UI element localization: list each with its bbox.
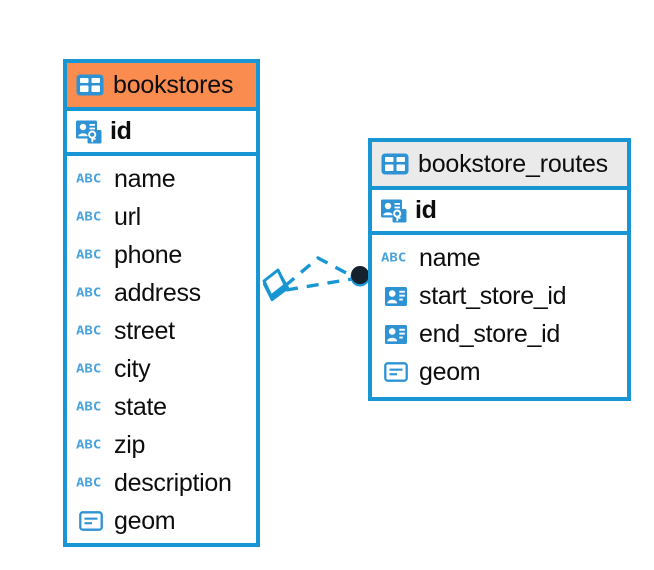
field-label: geom — [114, 506, 176, 535]
field-label: city — [114, 354, 151, 383]
field-row-url[interactable]: ABC url — [67, 198, 256, 236]
field-label: start_store_id — [419, 281, 567, 310]
field-list-bookstores: ABC name ABC url ABC phone ABC address A… — [67, 156, 256, 540]
field-label: address — [114, 278, 201, 307]
field-list-bookstore-routes: ABC name start_store_id — [372, 235, 627, 391]
field-label: zip — [114, 430, 146, 459]
field-label: geom — [419, 357, 481, 386]
entity-table-bookstore-routes[interactable]: bookstore_routes id — [368, 138, 631, 401]
table-icon — [76, 74, 104, 96]
abc-text-icon: ABC — [381, 250, 407, 266]
field-row-address[interactable]: ABC address — [67, 274, 256, 312]
field-label: street — [114, 316, 175, 345]
field-row-city[interactable]: ABC city — [67, 350, 256, 388]
field-row-id[interactable]: id — [67, 111, 256, 156]
field-row-street[interactable]: ABC street — [67, 312, 256, 350]
abc-text-icon: ABC — [76, 171, 102, 187]
primary-key-icon — [381, 199, 407, 223]
field-row-zip[interactable]: ABC zip — [67, 426, 256, 464]
field-label: end_store_id — [419, 319, 560, 348]
field-row-description[interactable]: ABC description — [67, 464, 256, 502]
abc-text-icon: ABC — [76, 323, 102, 339]
field-row-name[interactable]: ABC name — [372, 239, 627, 277]
field-row-end-store-id[interactable]: end_store_id — [372, 315, 627, 353]
relationship-diamond-marker[interactable] — [262, 268, 290, 302]
geometry-icon — [76, 511, 106, 531]
entity-header-bookstore-routes[interactable]: bookstore_routes — [372, 142, 627, 190]
geometry-icon — [381, 362, 411, 382]
field-label: description — [114, 468, 232, 497]
entity-header-bookstores[interactable]: bookstores — [67, 63, 256, 111]
abc-text-icon: ABC — [76, 285, 102, 301]
abc-text-icon: ABC — [76, 361, 102, 377]
field-row-phone[interactable]: ABC phone — [67, 236, 256, 274]
field-row-id[interactable]: id — [372, 190, 627, 235]
foreign-key-icon — [381, 324, 411, 344]
field-row-geom[interactable]: geom — [372, 353, 627, 391]
primary-key-icon — [76, 120, 102, 144]
field-row-start-store-id[interactable]: start_store_id — [372, 277, 627, 315]
relationship-circle-marker[interactable] — [350, 266, 370, 287]
field-row-geom[interactable]: geom — [67, 502, 256, 540]
entity-table-bookstores[interactable]: bookstores id — [63, 59, 260, 547]
table-icon — [381, 153, 409, 175]
field-label: name — [114, 164, 176, 193]
relationship-line-start-store-id[interactable] — [285, 277, 353, 292]
field-label: name — [419, 243, 481, 272]
entity-name-label: bookstore_routes — [418, 149, 608, 178]
entity-name-label: bookstores — [113, 70, 234, 99]
relationship-line-end-store-id[interactable] — [283, 255, 353, 288]
abc-text-icon: ABC — [76, 209, 102, 225]
abc-text-icon: ABC — [76, 399, 102, 415]
field-label: phone — [114, 240, 183, 269]
abc-text-icon: ABC — [76, 247, 102, 263]
abc-text-icon: ABC — [76, 437, 102, 453]
primary-key-label: id — [415, 196, 437, 224]
field-label: state — [114, 392, 167, 421]
field-row-name[interactable]: ABC name — [67, 160, 256, 198]
field-label: url — [114, 202, 141, 231]
primary-key-label: id — [110, 117, 132, 145]
abc-text-icon: ABC — [76, 475, 102, 491]
foreign-key-icon — [381, 286, 411, 306]
field-row-state[interactable]: ABC state — [67, 388, 256, 426]
